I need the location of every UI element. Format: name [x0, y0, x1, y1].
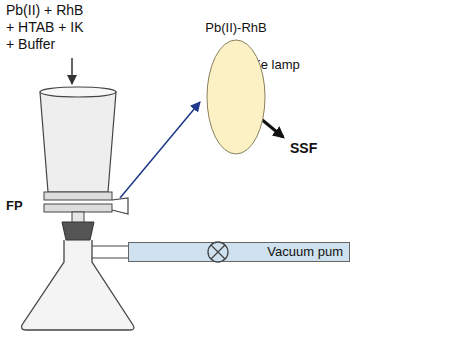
part-label: FP — [6, 198, 23, 214]
zoom-arrow — [120, 102, 200, 198]
filter-holder — [44, 204, 112, 212]
funnel-cup — [40, 92, 116, 192]
funnel-rim — [40, 87, 116, 97]
vacuum-line: Vacuum pum — [128, 242, 350, 262]
filter-flask — [22, 240, 135, 330]
clamp — [112, 198, 128, 214]
filter-paper-outline — [200, 38, 272, 156]
feed-arrow — [71, 58, 73, 84]
sample-label: Pb(II)-RhB — [200, 20, 272, 36]
filter-paper-disc — [207, 40, 265, 154]
filter-holder — [44, 192, 112, 200]
part-label: SSF — [290, 140, 317, 157]
stopper — [62, 222, 94, 240]
device-label: Vacuum pum — [129, 243, 349, 261]
side-arm — [92, 246, 128, 258]
reagent-list: Pb(II) + RhB + HTAB + IK + Buffer — [6, 2, 92, 53]
filter-paper: Pb(II)-RhB — [200, 20, 272, 160]
